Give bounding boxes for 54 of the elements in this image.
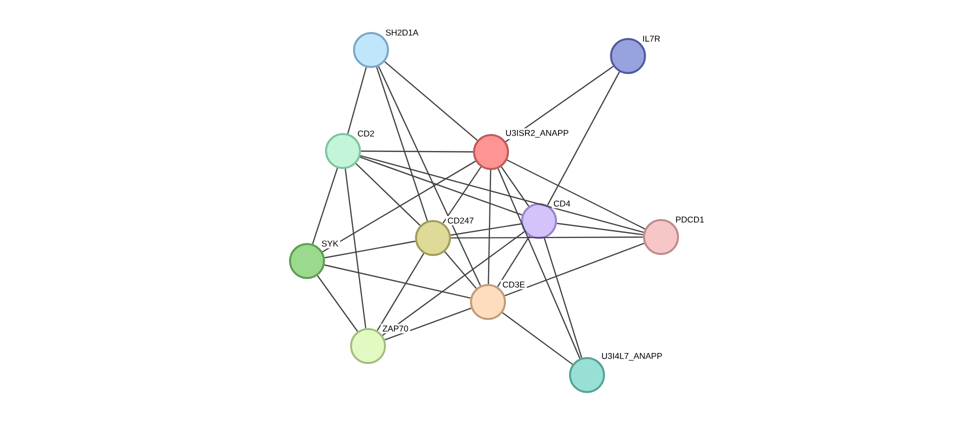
- protein-node: [350, 326, 408, 364]
- interaction-line: [504, 242, 644, 296]
- interaction-line: [442, 166, 482, 224]
- interaction-line: [506, 160, 646, 230]
- node-label: CD247: [448, 218, 474, 224]
- interaction-line: [322, 160, 476, 252]
- interaction-line: [356, 163, 420, 226]
- interaction-line: [360, 155, 644, 233]
- interaction-line: [344, 168, 366, 328]
- protein-node: [289, 240, 338, 279]
- protein-node: [521, 200, 570, 239]
- protein-node: [325, 130, 374, 169]
- protein-node: [473, 130, 568, 170]
- interaction-line: [505, 66, 614, 142]
- interaction-line: [376, 66, 428, 222]
- interaction-line: [544, 238, 582, 358]
- interaction-line: [360, 156, 522, 216]
- interaction-line: [556, 222, 644, 236]
- node-label: ZAP70: [382, 326, 408, 332]
- node-label: CD4: [554, 200, 570, 207]
- interaction-line: [378, 66, 481, 286]
- protein-node: [415, 218, 474, 256]
- protein-node: [470, 282, 525, 320]
- node-label: CD3E: [502, 282, 525, 288]
- node-label: U3I4L7_ANAPP: [602, 352, 662, 361]
- interaction-line: [502, 312, 573, 365]
- interaction-line: [547, 72, 620, 206]
- interaction-line: [361, 150, 473, 152]
- interaction-line: [500, 166, 530, 207]
- interaction-line: [347, 67, 367, 134]
- interaction-line: [384, 61, 478, 141]
- node-label: IL7R: [643, 36, 660, 42]
- interaction-line: [498, 168, 580, 359]
- interaction-line: [384, 308, 472, 340]
- interaction-line: [376, 253, 424, 331]
- node-label: U3ISR2_ANAPP: [506, 130, 568, 138]
- protein-node: [643, 216, 704, 255]
- interaction-line: [488, 170, 492, 284]
- protein-node: [610, 36, 660, 74]
- interaction-line: [324, 264, 471, 299]
- interaction-line: [312, 168, 338, 244]
- interaction-line: [382, 231, 525, 336]
- interaction-line: [317, 275, 358, 332]
- interaction-line: [497, 236, 530, 288]
- protein-node: [353, 30, 418, 68]
- interaction-line: [451, 236, 644, 239]
- interaction-line: [444, 251, 477, 289]
- interaction-line: [324, 240, 416, 258]
- interaction-line: [450, 223, 522, 236]
- protein-node: [569, 352, 662, 393]
- node-label: SYK: [322, 240, 338, 247]
- node-label: SH2D1A: [386, 30, 418, 36]
- node-label: PDCD1: [676, 216, 704, 223]
- node-label: CD2: [358, 130, 374, 137]
